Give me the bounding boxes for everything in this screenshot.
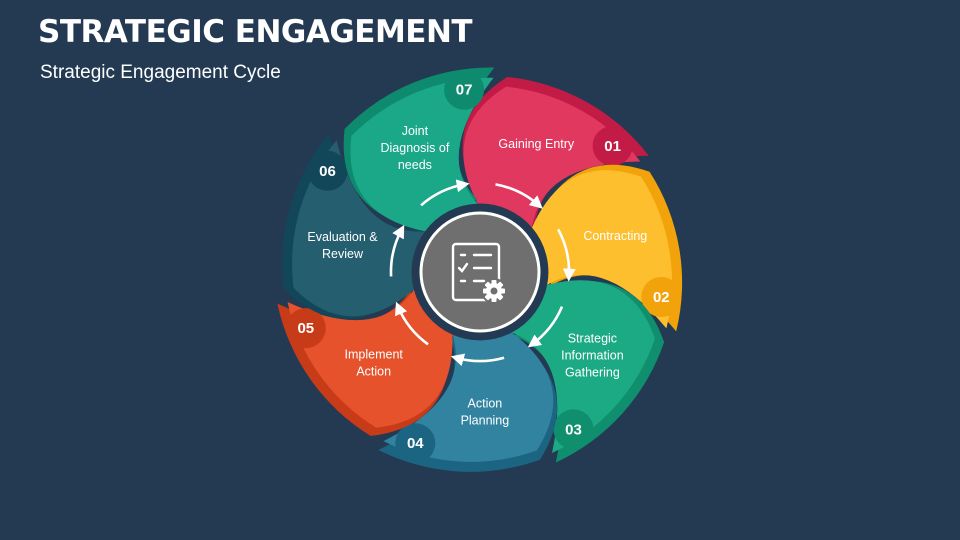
center-hub xyxy=(412,204,548,340)
step-label-line: Diagnosis of xyxy=(381,141,450,155)
step-number: 02 xyxy=(653,289,670,306)
step-number-badge xyxy=(285,308,326,349)
step-number-badge xyxy=(307,150,348,191)
step-number: 05 xyxy=(297,320,314,337)
step-label-line: Information xyxy=(561,348,624,362)
step-label-line: needs xyxy=(398,158,432,172)
flow-arrow xyxy=(389,224,405,277)
step-03-shape xyxy=(511,280,655,453)
gear-icon xyxy=(481,278,507,304)
step-label-line: Evaluation & xyxy=(307,230,378,244)
step-label-line: Gathering xyxy=(565,365,620,379)
flow-arrow xyxy=(527,306,564,348)
step-label-line: Review xyxy=(322,247,364,261)
step-01-shape xyxy=(463,86,641,228)
step-label-line: Planning xyxy=(461,413,510,427)
step-label-line: Strategic xyxy=(568,331,617,345)
checklist-gear-icon xyxy=(451,242,501,302)
flow-arrow xyxy=(420,179,470,207)
step-number-badge xyxy=(444,69,485,110)
step-02-shape xyxy=(531,170,672,329)
step-label-line: Joint xyxy=(402,124,429,138)
step-label-line: Action xyxy=(468,396,503,410)
page-title: STRATEGIC ENGAGEMENT xyxy=(38,14,473,50)
step-label-line: Action xyxy=(356,365,391,379)
step-number-badge xyxy=(395,423,436,464)
step-number: 06 xyxy=(319,163,336,180)
cycle-step-02: 02 Contracting xyxy=(531,164,683,332)
step-number-badge xyxy=(553,409,594,450)
step-label-line: Contracting xyxy=(583,229,647,243)
step-number: 07 xyxy=(456,82,473,99)
page-subtitle: Strategic Engagement Cycle xyxy=(40,62,281,83)
step-07-shape xyxy=(350,77,494,232)
flow-arrow xyxy=(557,228,576,282)
step-number: 03 xyxy=(565,421,582,438)
step-05-shape xyxy=(287,289,453,428)
flow-arrow xyxy=(450,353,505,367)
step-label: Gaining Entry xyxy=(498,137,574,151)
step-label: Contracting xyxy=(583,229,647,243)
step-number: 01 xyxy=(604,138,621,155)
step-label: Evaluation & Review xyxy=(307,230,378,261)
step-number-badge xyxy=(592,125,633,166)
flow-arrow xyxy=(495,183,543,209)
flow-arrow xyxy=(395,301,429,346)
step-number-badge xyxy=(641,277,682,317)
step-label-line: Implement xyxy=(345,348,404,362)
step-number: 04 xyxy=(407,435,424,452)
step-label-line: Gaining Entry xyxy=(498,137,574,151)
